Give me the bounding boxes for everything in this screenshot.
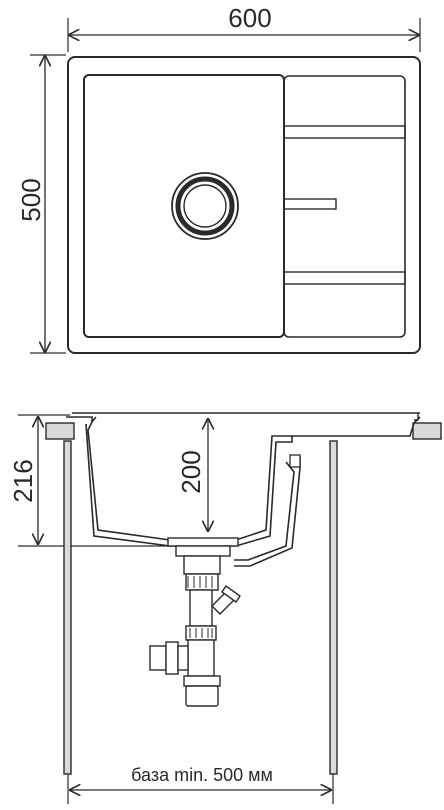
width-label: 600 [228, 3, 271, 33]
cabinet-label: база min. 500 мм [131, 765, 273, 785]
width-dimension: 600 [67, 3, 421, 52]
drainer-ribs [283, 125, 406, 285]
bowl-depth-label: 200 [176, 450, 206, 493]
side-view: 216 200 [8, 412, 442, 804]
depth-label: 500 [16, 178, 46, 221]
bowl-depth-dimension: 200 [176, 418, 208, 532]
cabinet-wall-right [329, 440, 338, 775]
total-depth-label: 216 [8, 459, 38, 502]
countertop-left [45, 422, 75, 440]
total-depth-dimension: 216 [8, 414, 170, 547]
siphon [149, 537, 241, 707]
base-dimension: база min. 500 мм [67, 765, 334, 804]
top-view: 600 500 [16, 3, 421, 354]
cabinet-wall-left [63, 440, 72, 775]
sink-cross-section [66, 412, 421, 547]
overflow-pipe [234, 454, 301, 567]
drain-hole [171, 172, 239, 240]
depth-dimension: 500 [16, 54, 66, 354]
countertop-right [412, 422, 442, 440]
